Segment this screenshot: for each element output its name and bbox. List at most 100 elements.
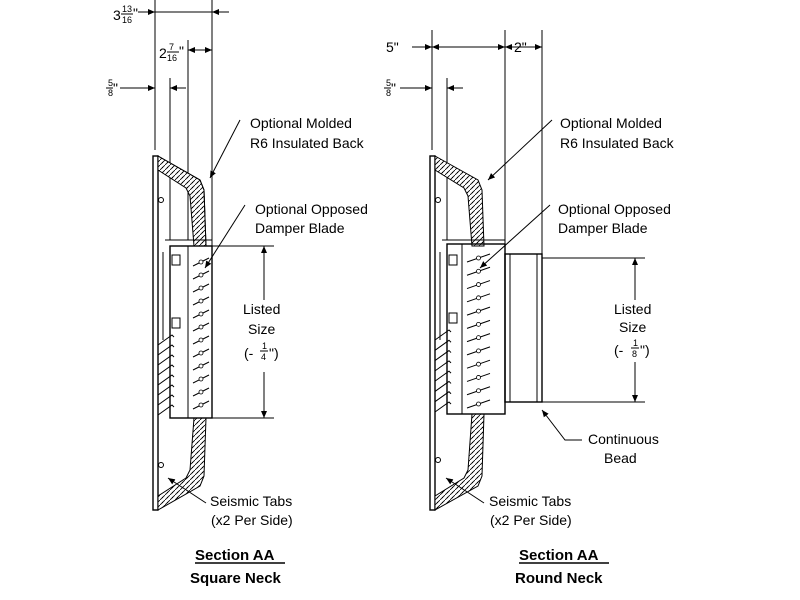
square-insulated-back: [157, 155, 207, 511]
square-dim-top-num: 13: [122, 4, 132, 14]
round-bead-leader: [541, 409, 582, 441]
blade-pivot: [476, 321, 481, 327]
square-dim-mid-whole: 2: [159, 45, 167, 61]
round-back-leader: [487, 119, 553, 181]
round-tol-prefix: (-: [614, 342, 624, 358]
round-damper-leader: [479, 204, 551, 269]
round-dim-small-den: 8: [386, 88, 391, 98]
round-tol-num: 1: [633, 338, 638, 348]
blade-pivot: [198, 298, 204, 304]
round-extension-lines: [431, 30, 543, 255]
square-section-subtitle: Square Neck: [190, 570, 282, 587]
round-damper-callout-1: Optional Opposed: [558, 201, 671, 217]
round-neck-section: 5" 2" 5 8 ": [384, 30, 675, 587]
round-size-label-2: Size: [619, 319, 646, 335]
square-dim-small-den: 8: [108, 88, 113, 98]
square-tol-suffix: "): [269, 345, 279, 361]
square-seismic-callout-2: (x2 Per Side): [211, 512, 293, 528]
round-size-dimension: [542, 257, 645, 403]
square-tol-num: 1: [262, 341, 267, 351]
blade-pivot: [198, 389, 204, 395]
round-bead-callout-2: Bead: [604, 450, 637, 466]
louver-vane: [434, 349, 452, 361]
round-back-callout-2: R6 Insulated Back: [560, 135, 675, 151]
square-dimension-lines: [120, 9, 229, 91]
louver-vane: [434, 339, 452, 351]
square-dim-small-inch: ": [113, 80, 118, 96]
blade-pivot: [476, 348, 481, 354]
round-dim-small-inch: ": [391, 80, 396, 96]
louver-vane: [157, 344, 175, 356]
square-dim-mid-den: 16: [167, 53, 177, 63]
round-tol-den: 8: [632, 349, 637, 359]
blade-pivot: [198, 402, 204, 408]
square-seismic-leader: [167, 477, 207, 504]
round-section-title: Section AA: [519, 547, 599, 564]
round-damper-blades: [466, 253, 491, 409]
square-seismic-callout-1: Seismic Tabs: [210, 493, 292, 509]
blade-pivot: [476, 335, 481, 341]
blade-pivot: [476, 361, 481, 367]
louver-vane: [157, 354, 175, 366]
round-neck-housing: [439, 239, 543, 415]
square-damper-callout-2: Damper Blade: [255, 220, 345, 236]
louver-vane: [157, 384, 175, 396]
round-dim-small-num: 5: [386, 78, 391, 88]
round-size-label-1: Listed: [614, 301, 651, 317]
square-neck-housing: [162, 239, 213, 419]
blade-pivot: [198, 272, 204, 278]
louver-vane: [157, 374, 175, 386]
square-back-callout-1: Optional Molded: [250, 115, 352, 131]
louver-vane: [434, 380, 452, 392]
round-tol-suffix: "): [640, 342, 650, 358]
square-size-label-2: Size: [248, 321, 275, 337]
round-back-callout-1: Optional Molded: [560, 115, 662, 131]
blade-pivot: [476, 308, 481, 314]
round-seismic-callout-2: (x2 Per Side): [490, 512, 572, 528]
square-tol-den: 4: [261, 352, 266, 362]
blade-pivot: [476, 388, 481, 394]
square-dim-top-den: 16: [122, 15, 132, 25]
square-dimension-texts: 3 13 16 " 2 7 16 " 5 8 ": [106, 4, 184, 98]
square-damper-callout-1: Optional Opposed: [255, 201, 368, 217]
louver-vane: [434, 401, 452, 413]
square-back-leader: [209, 119, 241, 179]
round-dim-right: 2": [514, 39, 527, 55]
square-louvers: [157, 334, 175, 416]
round-insulated-back: [434, 155, 485, 511]
blade-pivot: [198, 259, 204, 265]
blade-pivot: [476, 268, 481, 274]
blade-pivot: [476, 255, 481, 261]
round-damper-callout-2: Damper Blade: [558, 220, 648, 236]
blade-pivot: [198, 350, 204, 356]
blade-pivot: [198, 311, 204, 317]
louver-vane: [157, 404, 175, 416]
square-tol-prefix: (-: [244, 345, 254, 361]
square-dim-top-whole: 3: [113, 7, 121, 23]
round-seismic-leader: [445, 477, 485, 504]
round-seismic-callout-1: Seismic Tabs: [489, 493, 571, 509]
louver-vane: [434, 360, 452, 372]
round-bead-callout-1: Continuous: [588, 431, 659, 447]
louver-vane: [434, 370, 452, 382]
louver-vane: [434, 391, 452, 403]
blade-pivot: [198, 285, 204, 291]
blade-pivot: [198, 376, 204, 382]
square-neck-section: 3 13 16 " 2 7 16 " 5 8 ": [106, 0, 368, 587]
louver-vane: [434, 329, 452, 341]
blade-pivot: [476, 401, 481, 407]
round-dimension-lines: [400, 44, 542, 91]
square-dim-mid-inch: ": [179, 43, 184, 59]
louver-vane: [157, 394, 175, 406]
round-dim-left: 5": [386, 39, 399, 55]
square-back-callout-2: R6 Insulated Back: [250, 135, 365, 151]
blade-pivot: [198, 363, 204, 369]
round-louvers: [434, 329, 452, 413]
louver-vane: [157, 364, 175, 376]
square-dim-top-inch: ": [133, 5, 138, 21]
square-damper-leader: [204, 204, 246, 269]
square-dim-mid-num: 7: [169, 42, 174, 52]
square-dim-small-num: 5: [108, 78, 113, 88]
